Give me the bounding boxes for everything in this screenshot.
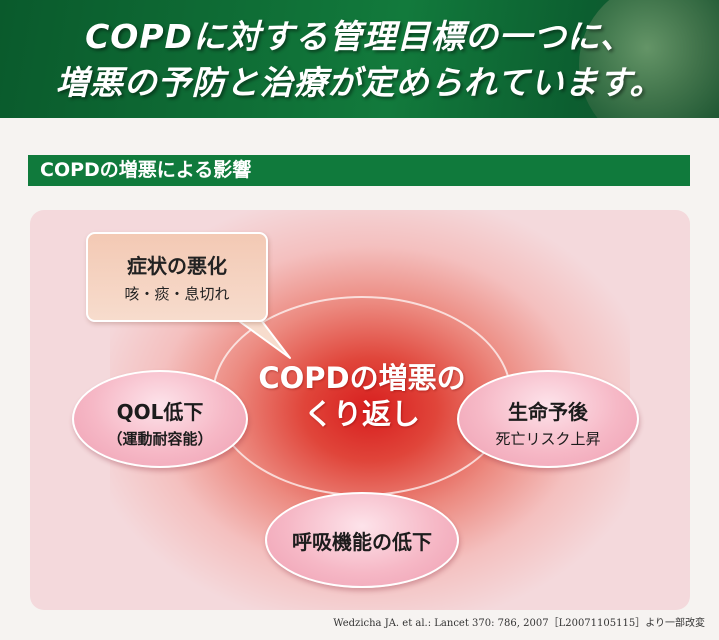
node-life-title: 生命予後 bbox=[508, 400, 588, 424]
center-label-line-1: COPDの増悪の bbox=[258, 361, 466, 395]
node-respiratory-decline: 呼吸機能の低下 bbox=[265, 492, 459, 588]
center-label-line-2: くり返し bbox=[303, 397, 420, 431]
callout-subtitle: 咳・痰・息切れ bbox=[124, 285, 230, 303]
center-label: COPDの増悪の くり返し bbox=[212, 360, 512, 432]
banner-line-1: COPDに対する管理目標の一つに、 bbox=[85, 17, 634, 56]
banner-line-2: 増悪の予防と治療が定められています。 bbox=[55, 63, 664, 102]
node-life-prognosis: 生命予後 死亡リスク上昇 bbox=[457, 370, 639, 468]
header-banner: COPDに対する管理目標の一つに、 増悪の予防と治療が定められています。 bbox=[0, 0, 719, 118]
banner-decoration bbox=[579, 0, 719, 118]
callout-symptom-worsening: 症状の悪化 咳・痰・息切れ bbox=[86, 232, 268, 322]
node-breath-title: 呼吸機能の低下 bbox=[292, 530, 432, 554]
node-life-subtitle: 死亡リスク上昇 bbox=[495, 430, 601, 448]
section-title: COPDの増悪による影響 bbox=[28, 155, 690, 186]
callout-title: 症状の悪化 bbox=[127, 254, 227, 278]
citation: Wedzicha JA. et al.: Lancet 370: 786, 20… bbox=[333, 618, 705, 629]
node-qol-decline: QOL低下 （運動耐容能） bbox=[72, 370, 248, 468]
node-qol-title: QOL低下 bbox=[116, 400, 204, 424]
node-qol-subtitle: （運動耐容能） bbox=[107, 430, 213, 448]
